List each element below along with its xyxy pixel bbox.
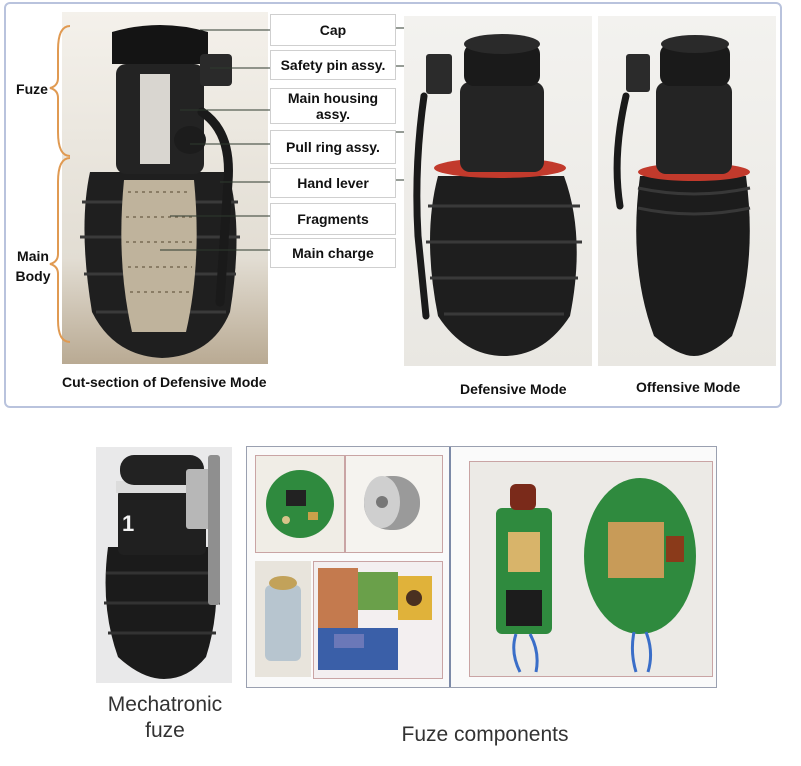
generator-illustration bbox=[346, 456, 442, 552]
label-hand-lever: Hand lever bbox=[270, 168, 396, 198]
offensive-mode-photo bbox=[598, 16, 776, 366]
main-body-side-label: Main Body bbox=[6, 246, 60, 286]
fuze-components-frame bbox=[246, 446, 717, 688]
offensive-mode-caption: Offensive Mode bbox=[636, 379, 740, 395]
module-illustration bbox=[470, 462, 712, 676]
offensive-grenade-illustration bbox=[598, 16, 776, 366]
cut-section-caption: Cut-section of Defensive Mode bbox=[62, 374, 267, 390]
label-safety-pin: Safety pin assy. bbox=[270, 50, 396, 80]
module-photo bbox=[469, 461, 713, 677]
label-main-charge: Main charge bbox=[270, 238, 396, 268]
mechatronic-mark: 1 bbox=[122, 511, 134, 536]
battery-photo bbox=[255, 561, 311, 677]
fuze-components-caption: Fuze components bbox=[380, 722, 590, 748]
generator-photo bbox=[345, 455, 443, 553]
label-main-housing: Main housing assy. bbox=[270, 88, 396, 124]
label-fragments: Fragments bbox=[270, 203, 396, 235]
fuze-cross-section bbox=[313, 561, 443, 679]
defensive-mode-caption: Defensive Mode bbox=[460, 381, 567, 397]
cross-section-illustration bbox=[314, 562, 442, 678]
label-cap: Cap bbox=[270, 14, 396, 46]
label-pull-ring: Pull ring assy. bbox=[270, 130, 396, 164]
mechatronic-fuze-photo: 1 bbox=[96, 447, 232, 683]
mechatronic-grenade-illustration: 1 bbox=[96, 447, 232, 683]
defensive-grenade-illustration bbox=[404, 16, 592, 366]
fuze-side-label: Fuze bbox=[12, 81, 52, 97]
defensive-mode-photo bbox=[404, 16, 592, 366]
bracket-lines bbox=[44, 20, 74, 350]
pcb-illustration bbox=[256, 456, 344, 552]
components-divider bbox=[449, 447, 451, 687]
battery-illustration bbox=[255, 561, 311, 677]
pcb-photo bbox=[255, 455, 345, 553]
mechatronic-fuze-caption: Mechatronic fuze bbox=[98, 692, 232, 744]
